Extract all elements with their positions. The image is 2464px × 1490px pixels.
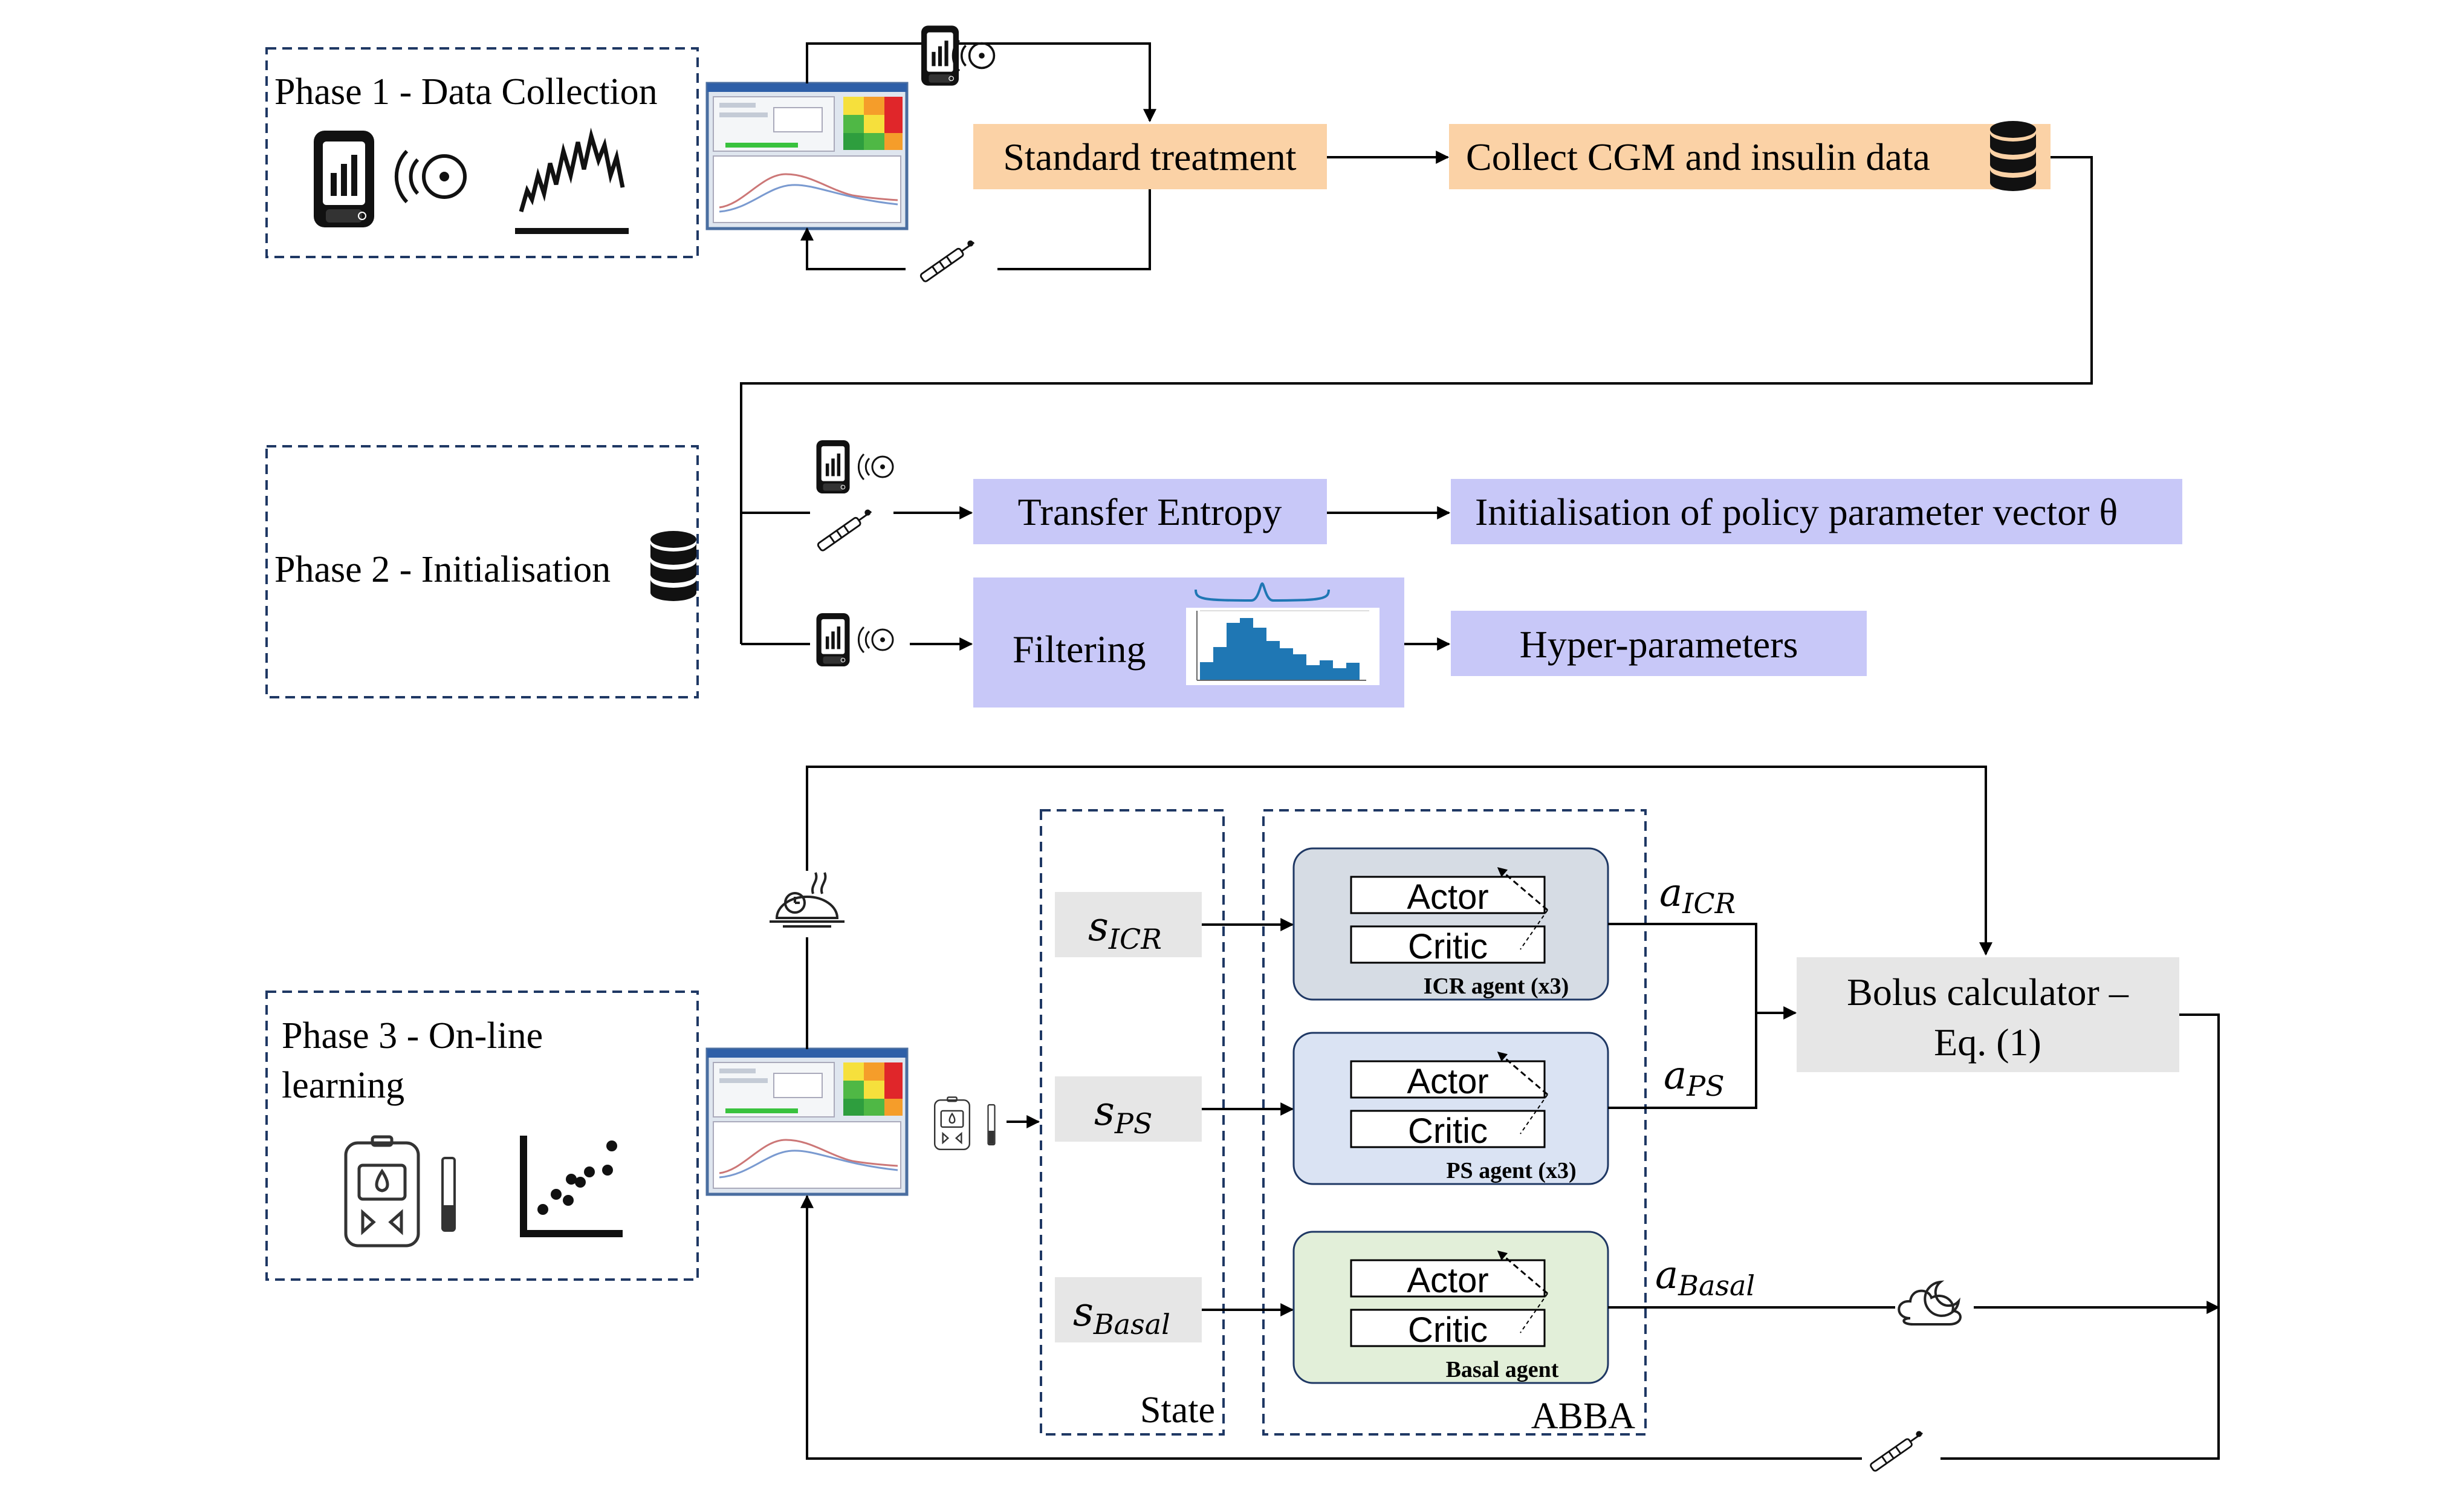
state-box [1040, 809, 1225, 1436]
state-s-icr: sICR [1055, 892, 1202, 957]
a-icr-line [1608, 923, 1757, 1013]
insulin-pen-icon [919, 239, 975, 284]
phase3-title-line2: learning [282, 1065, 404, 1106]
bolus-calculator-line1: Bolus calculator – [1847, 971, 2129, 1013]
phase1-title: Phase 1 - Data Collection [274, 71, 658, 112]
feedback-to-sim-arrow [800, 1194, 1862, 1460]
hyper-parameters-box [1451, 611, 1867, 676]
phase2-title: Phase 2 - Initialisation [274, 549, 611, 590]
abba-label: ABBA [1531, 1396, 1635, 1437]
strip-icon [441, 1157, 456, 1232]
insulin-pen-icon [816, 509, 872, 553]
sensor-icon [857, 626, 894, 654]
database-icon [650, 531, 696, 601]
cgm-receiver-icon [815, 613, 851, 667]
a-icr-label: aICR [1659, 871, 1736, 920]
a-ps-line [1608, 1013, 1757, 1109]
icr-critic-label: Critic [1408, 927, 1488, 966]
insulin-pen-icon [1869, 1430, 1924, 1473]
a-basal-label: aBasal [1655, 1253, 1755, 1302]
phase1-to-phase2-connector [740, 156, 2093, 644]
collect-data-box [1449, 124, 2051, 189]
svg-text:sICR: sICR [1088, 903, 1162, 955]
sensor-icon [397, 151, 465, 202]
sensor-icon [952, 39, 996, 73]
svg-text:sPS: sPS [1094, 1088, 1152, 1140]
phase2-box [265, 445, 699, 698]
sensor-icon [857, 453, 894, 481]
phase3-box [265, 991, 699, 1281]
bolus-calculator-line2: Eq. (1) [1934, 1021, 2041, 1064]
a-ps-label: aPS [1664, 1053, 1725, 1102]
cgm-receiver-icon [313, 130, 375, 228]
hyper-parameters-label: Hyper-parameters [1520, 623, 1798, 666]
cgm-receiver-icon [815, 440, 851, 494]
state-s-basal: sBasal [1055, 1277, 1202, 1342]
standard-treatment-box [973, 124, 1327, 189]
filtering-label: Filtering [1013, 628, 1146, 671]
svg-text:sBasal: sBasal [1073, 1289, 1170, 1341]
strip-icon [987, 1104, 996, 1146]
basal-agent: Actor Critic Basal agent [1292, 1231, 1609, 1384]
standard-treatment-label: Standard treatment [1003, 135, 1296, 178]
icr-agent: Actor Critic ICR agent (x3) [1292, 847, 1609, 1001]
basal-critic-label: Critic [1408, 1310, 1488, 1350]
glucometer-icon [933, 1096, 971, 1151]
transfer-entropy-box [973, 479, 1327, 544]
init-policy-label: Initialisation of policy parameter vecto… [1475, 490, 2118, 533]
ps-critic-label: Critic [1408, 1111, 1488, 1151]
simulator-screenshot-icon [707, 1049, 907, 1194]
treatment-return-line [997, 187, 1151, 270]
ps-actor-label: Actor [1407, 1062, 1488, 1101]
basal-actor-label: Actor [1407, 1261, 1488, 1300]
collect-data-label: Collect CGM and insulin data [1466, 135, 1930, 178]
night-icon [1898, 1281, 1962, 1326]
histogram-icon [1186, 582, 1380, 685]
glucose-trace-icon [515, 128, 629, 234]
bolus-calculator-box [1797, 957, 2179, 1072]
ps-agent: Actor Critic PS agent (x3) [1292, 1032, 1609, 1185]
phase1-box [265, 47, 699, 258]
icr-agent-name: ICR agent (x3) [1424, 974, 1569, 999]
basal-agent-name: Basal agent [1446, 1357, 1559, 1382]
icr-actor-label: Actor [1407, 877, 1488, 917]
ps-agent-name: PS agent (x3) [1446, 1158, 1576, 1183]
bolus-feedback-line [1940, 1013, 2220, 1460]
simulator-screenshot-icon [707, 83, 907, 229]
state-label: State [1140, 1390, 1215, 1431]
scatter-plot-icon [520, 1136, 623, 1237]
glucometer-icon [346, 1137, 418, 1246]
return-to-sim-arrow [800, 227, 906, 270]
phase3-title-line1: Phase 3 - On-line [282, 1015, 543, 1056]
transfer-entropy-label: Transfer Entropy [1018, 490, 1282, 533]
state-s-ps: sPS [1055, 1076, 1202, 1142]
abba-box [1262, 809, 1647, 1436]
init-policy-box [1451, 479, 2182, 544]
